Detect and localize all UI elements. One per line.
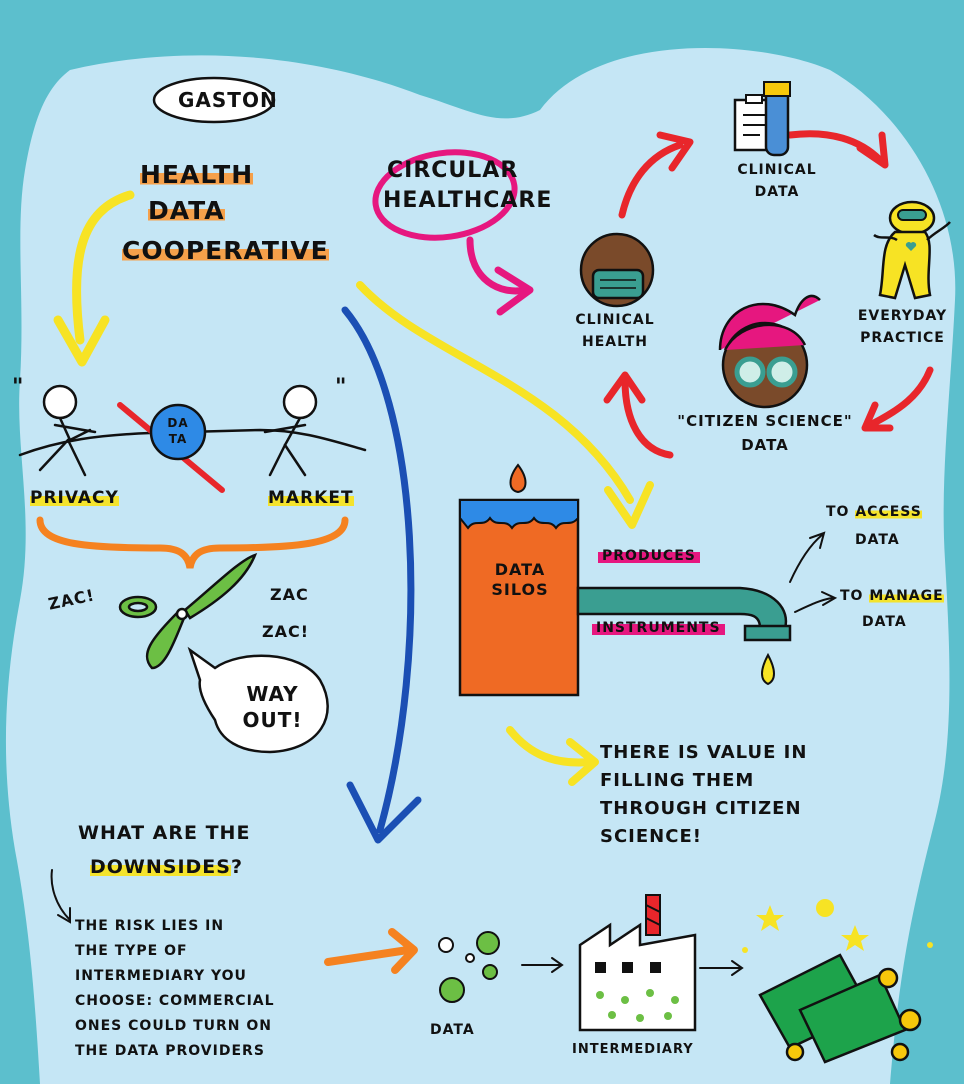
privacy-label: PRIVACY	[30, 488, 119, 508]
intermediary-label: INTERMEDIARY	[572, 1042, 694, 1057]
title-line-3: COOPERATIVE	[122, 236, 329, 265]
value-line-2: FILLING THEM	[600, 770, 755, 791]
to-access-line: TO ACCESS	[826, 504, 922, 520]
to-manage-prefix: TO	[840, 588, 864, 604]
test-tube-icon	[763, 81, 791, 157]
orange-brace	[36, 516, 349, 569]
downsides-question-mark: ?	[230, 856, 244, 878]
zac-right-2: ZAC!	[262, 622, 310, 641]
citizen-science-line-2: DATA	[741, 436, 789, 454]
to-access-prefix: TO	[826, 504, 850, 520]
orange-arrow	[324, 946, 412, 966]
risk-line-2: THE TYPE OF	[75, 943, 188, 959]
yellow-arrow-left	[72, 190, 135, 345]
downsides-question-line-2: DOWNSIDES?	[90, 856, 243, 878]
silo-label-line-1: DATA	[494, 560, 546, 579]
risk-line-6: THE DATA PROVIDERS	[75, 1043, 265, 1059]
everyday-practice-line-1: EVERYDAY	[857, 308, 948, 324]
data-dots	[438, 931, 500, 1003]
data-ball-line-1: DA	[167, 416, 189, 430]
circular-label-line-1: CIRCULAR	[387, 158, 519, 183]
speaker-oval	[152, 76, 276, 124]
circular-label-line-2: HEALTHCARE	[383, 188, 553, 213]
yellow-arrow-value-head	[566, 738, 599, 786]
money-icon	[742, 899, 933, 1064]
circular-healthcare-circle	[372, 149, 518, 241]
silo-label-line-2: SILOS	[491, 580, 549, 599]
clinical-data-line-2: DATA	[754, 184, 800, 200]
clinical-health-line-1: CLINICAL	[575, 312, 655, 328]
scissors-icon	[118, 552, 258, 670]
masked-face-icon	[579, 232, 655, 308]
way-out-line-2: OUT!	[242, 708, 303, 732]
red-cycle-arrows	[603, 130, 934, 459]
risk-line-4: CHOOSE: COMMERCIAL	[75, 993, 275, 1009]
everyday-practice-line-2: PRACTICE	[860, 330, 945, 346]
risk-line-5: ONES COULD TURN ON	[75, 1018, 273, 1034]
way-out-bubble	[187, 646, 329, 754]
pink-arrow	[466, 236, 529, 295]
blue-arrow	[341, 306, 415, 834]
zac-right-1: ZAC	[270, 585, 309, 604]
clinical-data-line-1: CLINICAL	[737, 162, 817, 178]
to-access-word: ACCESS	[855, 504, 922, 520]
clinical-health-line-2: HEALTH	[582, 334, 648, 350]
to-manage-word: MANAGE	[869, 588, 944, 604]
quote-open: "	[12, 375, 25, 400]
title-line-2: DATA	[148, 196, 225, 225]
yellow-arrow-value	[506, 726, 594, 767]
downsides-question-line-1: WHAT ARE THE	[78, 822, 251, 844]
to-manage-data: DATA	[862, 614, 907, 630]
data-label: DATA	[430, 1022, 475, 1038]
instruments-label: INSTRUMENTS	[592, 620, 725, 636]
person-icon	[873, 200, 951, 300]
goggles-face-icon	[718, 294, 821, 409]
risk-line-1: THE RISK LIES IN	[75, 918, 225, 934]
blue-arrow-head	[346, 781, 422, 844]
factory-icon	[578, 894, 697, 1032]
to-access-data: DATA	[855, 532, 900, 548]
title-line-1: HEALTH	[140, 160, 254, 189]
yellow-arrow-right-head	[604, 481, 654, 529]
quote-close: "	[335, 375, 348, 400]
produces-label: PRODUCES	[598, 548, 700, 564]
market-label: MARKET	[268, 488, 354, 508]
downsides-word: DOWNSIDES	[90, 856, 231, 878]
yellow-arrow-left-head	[53, 315, 110, 367]
silo-drawing	[458, 463, 792, 697]
way-out-line-1: WAY	[246, 682, 299, 706]
citizen-science-line-1: "CITIZEN SCIENCE"	[677, 412, 853, 430]
value-line-1: THERE IS VALUE IN	[600, 742, 808, 763]
to-manage-line: TO MANAGE	[840, 588, 944, 604]
pink-arrow-head	[494, 266, 534, 316]
speaker-name: GASTON	[178, 88, 278, 112]
yellow-arrow-right	[356, 281, 634, 504]
risk-line-3: INTERMEDIARY YOU	[75, 968, 247, 984]
small-black-arrows	[50, 531, 838, 976]
orange-arrow-head	[388, 928, 418, 974]
value-line-3: THROUGH CITIZEN	[600, 798, 802, 819]
data-ball-line-2: TA	[168, 432, 188, 446]
data-ball	[149, 403, 207, 461]
value-line-4: SCIENCE!	[600, 826, 702, 847]
